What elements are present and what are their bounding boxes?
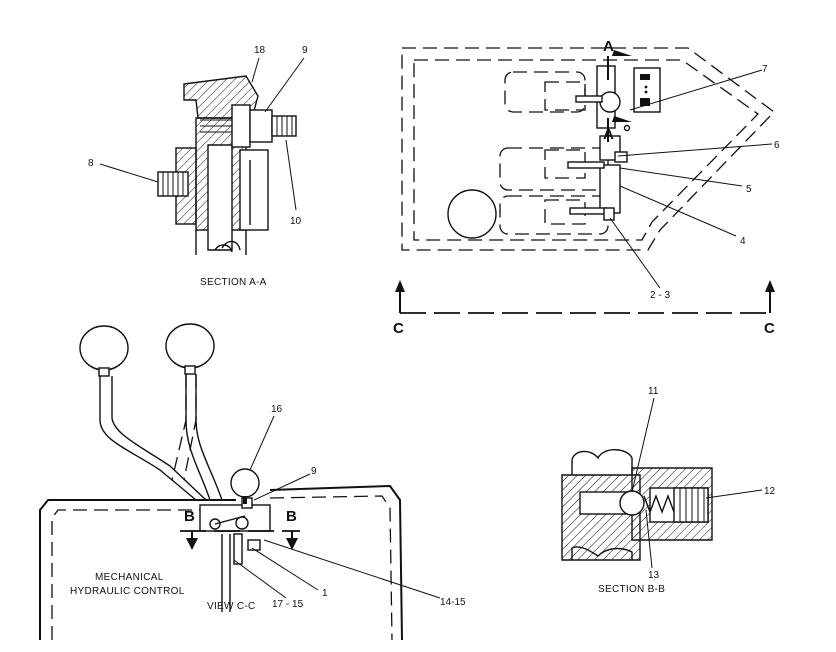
cut-label-b-right: B [286, 508, 297, 525]
view-c-c: B B 16 9 1 17 - 15 14-15 MECHANICAL HYDR… [39, 323, 466, 641]
leader-5 [619, 167, 743, 187]
cut-label-b-left: B [184, 508, 195, 525]
section-b-caption: SECTION B-B [598, 584, 665, 595]
leader-9-a [264, 57, 305, 113]
section-a-a: 18 9 8 10 SECTION A-A [88, 45, 308, 288]
leader-14-15 [263, 539, 441, 599]
callout-5: 5 [746, 184, 752, 195]
leader-9-b [253, 473, 311, 501]
callout-12: 12 [764, 486, 776, 497]
leader-12 [705, 489, 763, 499]
left-lever-knob [79, 325, 129, 371]
leader-6 [617, 143, 773, 157]
callout-7: 7 [762, 64, 768, 75]
hydraulic-control-label: HYDRAULIC CONTROL [70, 586, 185, 597]
leader-8 [99, 163, 159, 183]
leader-1 [251, 547, 319, 591]
cut-label-c-left: C [393, 320, 404, 337]
leader-2-3 [609, 217, 661, 289]
callout-4: 4 [740, 236, 746, 247]
callout-16: 16 [271, 404, 283, 415]
leader-17-15 [233, 559, 287, 599]
leader-16 [249, 415, 275, 471]
callout-9: 9 [302, 45, 308, 56]
callout-10: 10 [290, 216, 302, 227]
section-a-caption: SECTION A-A [200, 277, 267, 288]
callout-2-3: 2 - 3 [650, 290, 670, 301]
callout-1: 1 [322, 588, 328, 599]
section-b-b: 11 12 13 SECTION B-B [561, 386, 776, 595]
callout-8: 8 [88, 158, 94, 169]
leader-4 [619, 185, 737, 237]
callout-6: 6 [774, 140, 780, 151]
mechanical-label: MECHANICAL [95, 572, 164, 583]
leader-7 [629, 69, 763, 111]
cut-label-a-bottom: A [603, 126, 614, 143]
top-view-panel: A A 7 6 5 4 2 - 3 C C [393, 38, 780, 337]
view-c-caption: VIEW C-C [207, 601, 256, 612]
callout-17-15: 17 - 15 [272, 599, 304, 610]
leader-13 [645, 509, 653, 569]
check-ball [619, 490, 645, 516]
cut-label-a-top: A [603, 38, 614, 55]
leader-18 [251, 57, 260, 83]
spring [643, 494, 675, 514]
leader-11 [631, 397, 655, 493]
callout-11: 11 [648, 386, 659, 397]
callout-18: 18 [254, 45, 266, 56]
leader-10 [285, 139, 297, 211]
callout-9b: 9 [311, 466, 317, 477]
cut-label-c-right: C [764, 320, 775, 337]
callout-14-15: 14-15 [440, 597, 466, 608]
right-lever-knob [165, 323, 215, 369]
callout-13: 13 [648, 570, 660, 581]
